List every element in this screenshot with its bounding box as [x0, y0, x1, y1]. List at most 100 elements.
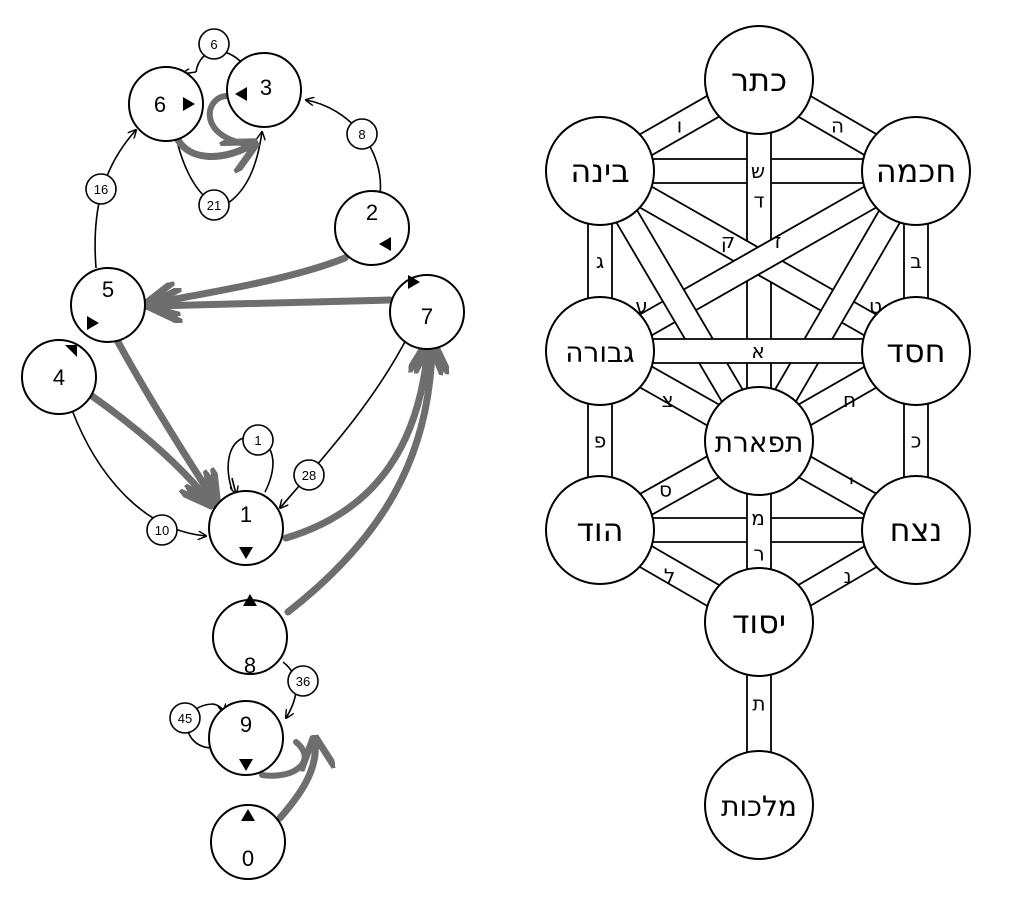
state-circle — [208, 490, 284, 566]
sephirah-label: מלכות — [721, 790, 797, 823]
sephirah-circle — [861, 296, 971, 406]
state-label: 9 — [240, 712, 252, 737]
state-label: 4 — [53, 365, 65, 390]
state-node-5: 5 — [70, 267, 146, 343]
state-label: 6 — [154, 92, 166, 117]
direction-marker-up — [241, 809, 255, 821]
sephirah-circle — [545, 116, 655, 226]
path-letter: ש — [751, 159, 765, 183]
weight-label-36: 36 — [287, 665, 319, 697]
state-label: 5 — [102, 277, 114, 302]
path-letter: נ — [843, 564, 851, 588]
thick-edge-1-7 — [282, 346, 428, 542]
sephirah-label: כתר — [731, 61, 787, 99]
sephirah-label: חכמה — [876, 152, 956, 190]
sephirah-circle — [545, 296, 655, 406]
sephirah-malkhut: מלכות — [704, 750, 814, 860]
path-letter: ב — [910, 249, 922, 273]
state-node-0: 0 — [210, 804, 286, 880]
edge-9-self — [186, 704, 223, 749]
state-circle — [208, 700, 284, 776]
state-circle — [210, 804, 286, 880]
weight-text: 8 — [358, 127, 365, 142]
thick-edge-8-7 — [284, 346, 432, 616]
state-node-8: 8 — [212, 594, 288, 678]
sephirah-circle — [545, 475, 655, 585]
sephirah-circle — [704, 750, 814, 860]
state-label: 3 — [260, 75, 272, 100]
sephirah-yesod: יסוד — [704, 567, 814, 677]
state-node-4: 4 — [21, 339, 97, 415]
weight-label-45: 45 — [169, 702, 201, 734]
state-label: 7 — [421, 304, 433, 329]
sephirah-tiferet: תפארת — [704, 386, 814, 496]
sephirah-binah: בינה — [545, 116, 655, 226]
sephirah-label: יסוד — [732, 603, 786, 641]
weight-text: 16 — [94, 182, 108, 197]
sephirah-label: נצח — [890, 511, 943, 549]
path-letter: ר — [753, 542, 764, 566]
edge-weight-labels: 6 8 16 21 1 28 10 36 45 — [85, 28, 378, 734]
direction-marker-left — [379, 237, 391, 251]
weight-text: 6 — [210, 37, 217, 52]
state-circle — [389, 274, 465, 350]
weight-label-28: 28 — [293, 459, 325, 491]
path-letter: א — [751, 339, 764, 363]
direction-marker-down — [239, 547, 253, 559]
sephirah-label: הוד — [576, 511, 623, 549]
path-letter: ז — [775, 229, 782, 253]
sephirah-circle — [861, 475, 971, 585]
sephirah-gevurah: גבורה — [545, 296, 655, 406]
edge-4-1 — [71, 409, 206, 536]
path-letter: כ — [911, 429, 922, 453]
weight-text: 45 — [178, 711, 192, 726]
weight-label-1: 1 — [242, 424, 274, 456]
path-letter: ג — [596, 249, 604, 273]
weight-text: 10 — [155, 523, 169, 538]
path-letter: מ — [751, 506, 765, 530]
weight-label-6: 6 — [198, 28, 230, 60]
sephirah-chokhmah: חכמה — [861, 116, 971, 226]
sephirah-hod: הוד — [545, 475, 655, 585]
path-letter: י — [849, 470, 853, 494]
weight-label-16: 16 — [85, 173, 117, 205]
state-label: 2 — [366, 200, 378, 225]
state-circle — [226, 52, 302, 128]
sephirah-label: חסד — [886, 332, 945, 370]
sephirah-label: בינה — [570, 152, 629, 190]
sephirah-label: תפארת — [715, 426, 804, 459]
thick-edge-0-9 — [276, 742, 315, 822]
thick-edge-2-5 — [150, 254, 349, 304]
path-letter: ק — [721, 229, 735, 253]
state-node-3: 3 — [226, 52, 302, 128]
direction-marker-right — [87, 316, 99, 330]
state-node-6: 6 — [128, 66, 204, 142]
path-letter: צ — [662, 388, 674, 412]
state-label: 1 — [240, 502, 252, 527]
thick-edge-3-self — [206, 92, 255, 148]
weight-text: 21 — [207, 198, 221, 213]
path-letter: ד — [754, 189, 765, 213]
sephirah-circle — [704, 567, 814, 677]
direction-marker-up — [243, 594, 257, 606]
weight-text: 1 — [254, 433, 261, 448]
thick-edge-4-1 — [88, 392, 210, 502]
path-letter: ת — [752, 692, 765, 716]
sephirah-label: גבורה — [565, 336, 634, 369]
state-circle — [21, 339, 97, 415]
weight-text: 36 — [296, 674, 310, 689]
state-label: 8 — [244, 653, 256, 678]
sephirah-circle — [704, 386, 814, 496]
direction-marker-left — [235, 87, 247, 101]
direction-marker-down — [239, 759, 253, 771]
main-transition-edges — [88, 92, 432, 822]
weight-label-8: 8 — [346, 118, 378, 150]
thick-edge-5-1 — [114, 338, 214, 500]
state-node-9: 9 — [208, 700, 284, 776]
